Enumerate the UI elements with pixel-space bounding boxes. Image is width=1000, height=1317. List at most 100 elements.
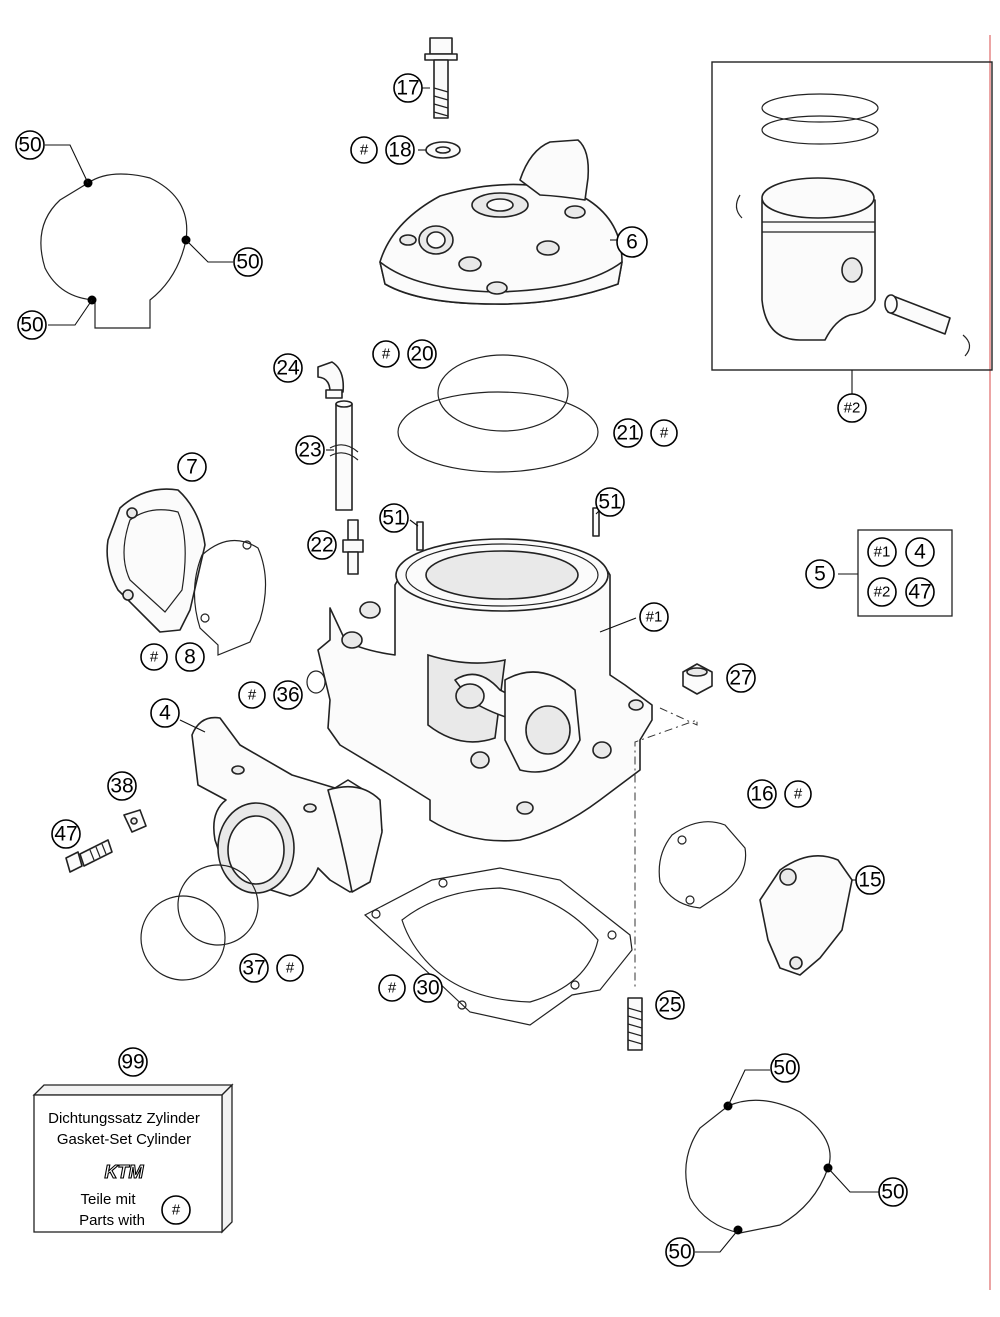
callout-c24-text: 24	[276, 357, 300, 380]
callout-c16-hash: #	[784, 780, 812, 808]
callout-c17-text: 17	[396, 77, 419, 100]
callout-c37-hash-text: #	[286, 960, 295, 977]
callout-c30: 30	[413, 973, 443, 1003]
callout-c51-r-circle	[595, 487, 625, 517]
callout-c50-bl: 50	[17, 310, 47, 340]
callout-c2-circle	[837, 393, 867, 423]
callout-c36: 36	[273, 680, 303, 710]
callout-c22: 22	[307, 530, 337, 560]
callout-c16-text: 16	[750, 783, 773, 806]
callout-c37-hash: #	[276, 954, 304, 982]
callout-c21: 21	[613, 418, 643, 448]
kit-label-en: Gasket-Set Cylinder	[57, 1131, 191, 1148]
piston-ring-lower	[761, 115, 879, 145]
callout-c37-circle	[239, 953, 269, 983]
callout-c30-circle	[413, 973, 443, 1003]
callout-c50-b1: 50	[770, 1053, 800, 1083]
callout-c36-hash-text: #	[248, 687, 257, 704]
callout-c21-text: 21	[616, 422, 639, 445]
dowel-pin-right	[592, 507, 600, 537]
callout-c20-hash-circle	[372, 340, 400, 368]
kit5-c5-4-circle	[905, 537, 935, 567]
callout-c27: 27	[726, 663, 756, 693]
callout-c18-circle	[385, 135, 415, 165]
callout-c50-b2-circle	[878, 1177, 908, 1207]
head-bolt	[408, 37, 458, 119]
callout-c36-hash-circle	[238, 681, 266, 709]
callout-c21-hash: #	[650, 419, 678, 447]
callout-c50-bl-circle	[17, 310, 47, 340]
kit5-c5-47-text: 47	[908, 581, 931, 604]
callout-c8-hash-circle	[140, 643, 168, 671]
kit5-c5-4-text: 4	[914, 541, 926, 564]
callout-c17-circle	[393, 73, 423, 103]
callout-c36-circle	[273, 680, 303, 710]
callout-c24-circle	[273, 353, 303, 383]
kit-parts-en: Parts with	[79, 1212, 145, 1229]
kit5-c5-2-text: #2	[874, 584, 891, 601]
kit-5-legend	[838, 529, 953, 617]
circlip-right	[962, 334, 971, 357]
cover-gasket-bottom	[685, 1069, 880, 1253]
callout-c17: 17	[393, 73, 423, 103]
callout-c20: 20	[407, 339, 437, 369]
callout-c5: 5	[805, 559, 835, 589]
gasket-kit-box: Dichtungssatz Zylinder Gasket-Set Cylind…	[32, 1083, 234, 1234]
callout-c50-tr-text: 50	[236, 251, 259, 274]
callout-c50-tl: 50	[15, 130, 45, 160]
kit5-c5-47: 47	[905, 577, 935, 607]
callout-c50-b3-circle	[665, 1237, 695, 1267]
vent-hose	[326, 400, 359, 511]
callout-c23-text: 23	[298, 439, 321, 462]
callout-c50-b3: 50	[665, 1237, 695, 1267]
piston-ring-upper	[761, 93, 879, 123]
stud-nut	[682, 663, 713, 695]
callout-c50-b1-text: 50	[773, 1057, 796, 1080]
callout-c50-b2-text: 50	[881, 1181, 904, 1204]
cylinder-base-gasket	[363, 867, 633, 1026]
intake-o-ring-back	[177, 864, 259, 946]
head-o-ring-large	[397, 391, 599, 473]
callout-c38-circle	[107, 771, 137, 801]
callout-c23-circle	[295, 435, 325, 465]
callout-c25: 25	[655, 990, 685, 1020]
head-washer	[418, 141, 461, 159]
callout-c30-hash-circle	[378, 974, 406, 1002]
callout-c20-circle	[407, 339, 437, 369]
small-o-ring	[306, 670, 326, 694]
callout-c24: 24	[273, 353, 303, 383]
kit5-c5-1-circle	[867, 537, 897, 567]
callout-c4-text: 4	[159, 702, 171, 725]
callout-c99-text: 99	[121, 1051, 144, 1074]
callout-c21-circle	[613, 418, 643, 448]
piston-kit-group	[711, 61, 993, 395]
callout-c1-text: #1	[646, 609, 663, 626]
callout-c38-text: 38	[110, 775, 133, 798]
callout-c51-r: 51	[595, 487, 625, 517]
callout-c16-hash-circle	[784, 780, 812, 808]
manifold-screw	[65, 839, 113, 873]
callout-c50-tl-text: 50	[18, 134, 41, 157]
callout-c18-text: 18	[388, 139, 411, 162]
callout-c4-circle	[150, 698, 180, 728]
side-cover	[759, 854, 858, 976]
callout-c50-b2: 50	[878, 1177, 908, 1207]
head-o-ring-small	[437, 354, 569, 432]
kit5-c5-1-text: #1	[874, 544, 891, 561]
ktm-logo: KTM	[105, 1162, 145, 1182]
side-cover-gasket	[658, 821, 747, 909]
callout-c23: 23	[295, 435, 325, 465]
cylinder-stud	[627, 997, 643, 1051]
callout-c50-b3-text: 50	[668, 1241, 691, 1264]
callout-c5-text: 5	[814, 563, 826, 586]
piston-pin	[884, 294, 951, 335]
callout-c7-text: 7	[186, 456, 198, 479]
callout-c47-circle	[51, 819, 81, 849]
callout-c25-text: 25	[658, 994, 681, 1017]
callout-c99-circle	[118, 1047, 148, 1077]
callout-c15-circle	[855, 865, 885, 895]
kit5-c5-2-circle	[867, 577, 897, 607]
callout-c16-hash-text: #	[794, 786, 803, 803]
callout-c30-hash-text: #	[388, 980, 397, 997]
callout-c47: 47	[51, 819, 81, 849]
